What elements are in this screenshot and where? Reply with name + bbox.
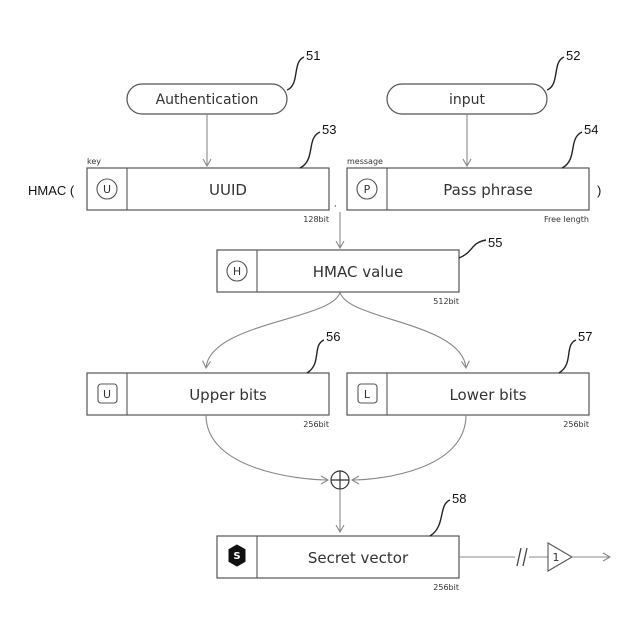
message-caption: message (347, 157, 383, 166)
upper-bits-size: 256bit (303, 420, 329, 429)
lower-bits-box: L Lower bits 256bit (347, 373, 589, 429)
input-label: input (449, 92, 486, 108)
upper-bits-box: U Upper bits 256bit (87, 373, 329, 429)
leader-56 (307, 340, 324, 373)
key-caption: key (87, 157, 101, 166)
svg-text:U: U (103, 388, 111, 401)
leader-54 (562, 132, 582, 168)
ref-57: 57 (578, 329, 592, 344)
leader-57 (559, 340, 576, 373)
ref-55: 55 (488, 235, 502, 250)
pass-phrase-box: P Pass phrase Free length (347, 168, 589, 224)
uuid-box: U UUID 128bit (87, 168, 329, 224)
pass-phrase-size: Free length (544, 215, 589, 224)
triangle-buffer-icon: 1 (548, 543, 572, 571)
authentication-label: Authentication (156, 92, 259, 108)
comma: , (334, 199, 337, 208)
ref-58: 58 (452, 491, 466, 506)
hmac-value-size: 512bit (433, 297, 459, 306)
arrow-lower-to-xor (352, 415, 466, 480)
leader-53 (300, 132, 320, 168)
lower-bits-label: Lower bits (449, 386, 526, 404)
ref-56: 56 (326, 329, 340, 344)
authentication-node: Authentication (127, 84, 287, 114)
ref-54: 54 (584, 122, 598, 137)
upper-bits-label: Upper bits (189, 386, 267, 404)
hmac-value-box: H HMAC value 512bit (217, 250, 459, 306)
leader-51 (287, 57, 304, 90)
ref-53: 53 (322, 122, 336, 137)
svg-text:S: S (233, 551, 240, 562)
uuid-size: 128bit (303, 215, 329, 224)
ref-52: 52 (566, 48, 580, 63)
svg-text:1: 1 (553, 551, 560, 564)
arrow-to-upper (206, 292, 340, 368)
secret-vector-size: 256bit (433, 583, 459, 592)
leader-58 (430, 500, 450, 536)
leader-55 (459, 240, 486, 258)
lower-bits-size: 256bit (563, 420, 589, 429)
circle-plus-icon (331, 471, 349, 489)
hmac-value-label: HMAC value (313, 263, 403, 281)
secret-vector-box: S Secret vector 256bit (217, 536, 459, 592)
ref-51: 51 (306, 48, 320, 63)
hmac-prefix: HMAC ( (28, 183, 75, 198)
uuid-label: UUID (209, 181, 247, 199)
secret-vector-label: Secret vector (308, 549, 409, 567)
double-slash-icon (517, 548, 527, 566)
svg-text:L: L (364, 388, 371, 401)
input-node: input (387, 84, 547, 114)
hmac-suffix: ) (597, 183, 601, 198)
svg-text:U: U (103, 183, 111, 196)
svg-text:H: H (233, 265, 241, 278)
svg-text:P: P (364, 183, 371, 196)
pass-phrase-label: Pass phrase (443, 181, 532, 199)
leader-52 (547, 57, 564, 90)
